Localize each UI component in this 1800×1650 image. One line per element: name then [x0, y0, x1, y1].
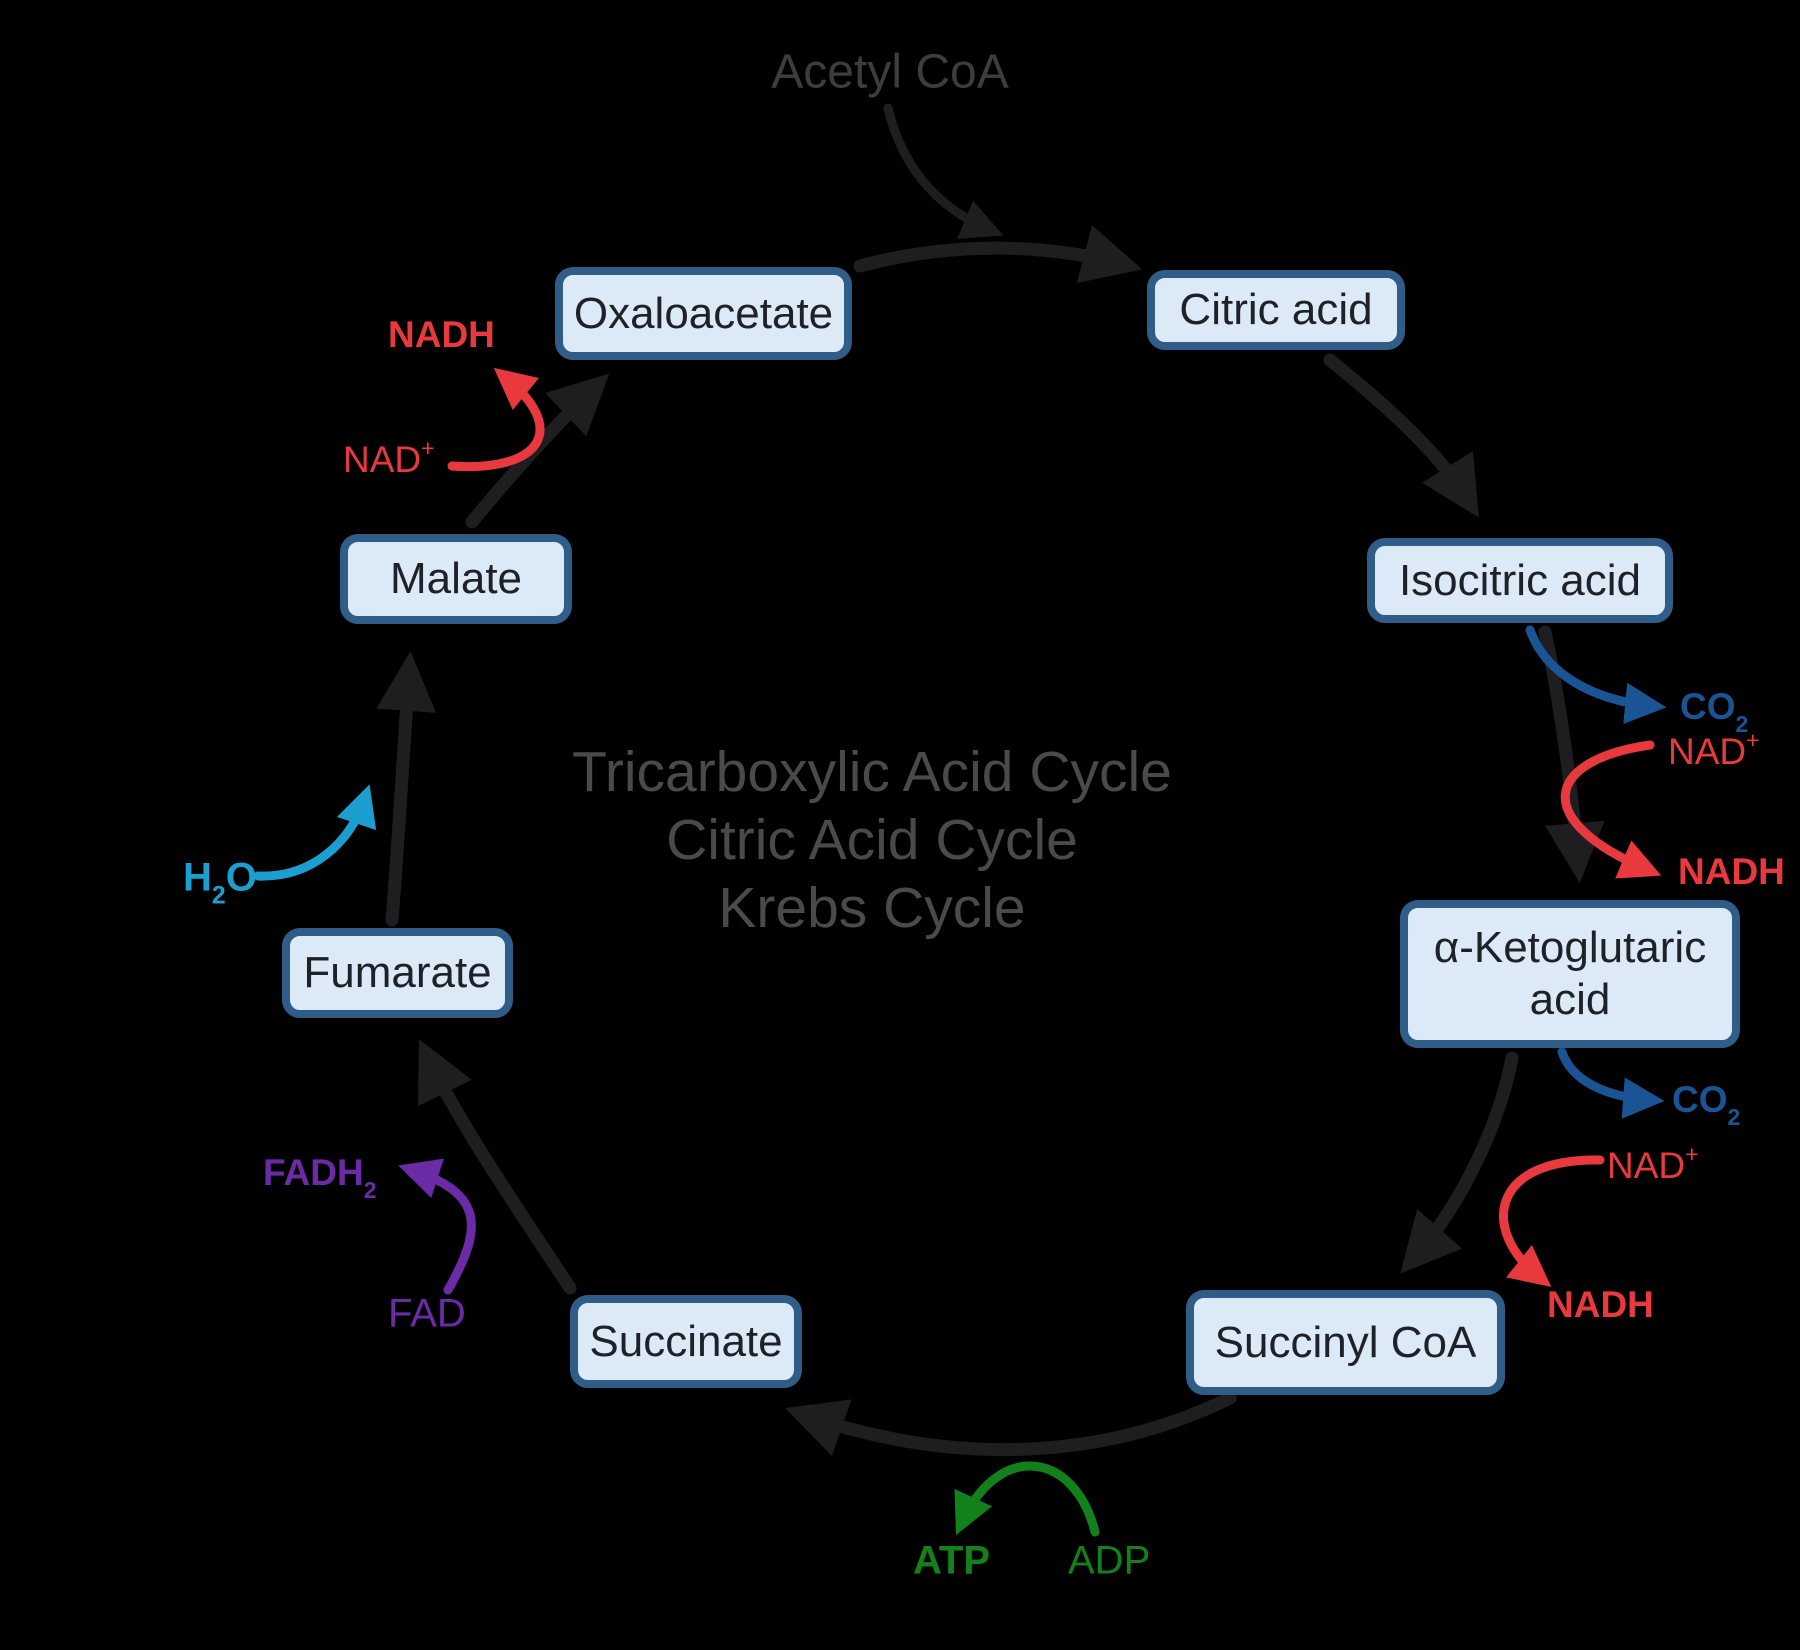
- arrow-oxaloacetate-to-citric-acid: [853, 225, 1143, 284]
- arrow-fumarate-to-malate: [376, 651, 437, 927]
- node-oxaloacetate: Oxaloacetate: [555, 267, 852, 360]
- label-text: NAD: [1607, 1145, 1686, 1186]
- arrow-nad-to-nadh-akg-step: [1499, 1155, 1605, 1288]
- label-sup: +: [1685, 1141, 1699, 1168]
- label-text: NADH: [1547, 1284, 1654, 1325]
- co2-label-akg-step: CO2: [1672, 1079, 1740, 1128]
- label-text: CO: [1680, 686, 1736, 727]
- acetyl-coa-label: Acetyl CoA: [771, 45, 1009, 99]
- arrow-alpha-ketoglutaric-acid-to-succinyl-coa: [1400, 1051, 1519, 1274]
- label-sub: 2: [1735, 710, 1749, 737]
- arrow-succinate-to-fumarate: [418, 1039, 577, 1295]
- arrow-co2-release-isocitric: [1525, 625, 1667, 725]
- arrow-nad-to-nadh-isocitric-step: [1560, 740, 1662, 879]
- arrow-nad-to-nadh-malate-step: [447, 367, 545, 472]
- title-line-2: Citric Acid Cycle: [666, 808, 1078, 872]
- label-text: FADH: [263, 1152, 364, 1193]
- label-text: NADH: [388, 314, 495, 355]
- label-text: NAD: [343, 439, 422, 480]
- label-sub: 2: [211, 882, 226, 910]
- arrow-citric-acid-to-isocitric-acid: [1323, 353, 1480, 518]
- adp-label: ADP: [1068, 1539, 1150, 1584]
- fadh2-label: FADH2: [263, 1152, 377, 1201]
- nadh-label-akg-step: NADH: [1547, 1284, 1654, 1326]
- h2o-label: H2O: [183, 855, 257, 909]
- node-label: Citric acid: [1179, 285, 1373, 335]
- node-succinyl-coa: Succinyl CoA: [1186, 1290, 1505, 1395]
- label-sup: +: [421, 435, 435, 462]
- node-label: Succinyl CoA: [1214, 1317, 1477, 1367]
- node-label: Oxaloacetate: [573, 288, 834, 338]
- arrow-succinyl-coa-to-succinate: [785, 1391, 1237, 1457]
- nad-label-malate-step: NAD+: [343, 437, 435, 481]
- atp-label: ATP: [913, 1539, 990, 1584]
- nad-label-akg-step: NAD+: [1607, 1143, 1699, 1187]
- title-line-1: Tricarboxylic Acid Cycle: [572, 740, 1172, 804]
- label-sup: +: [1746, 727, 1760, 754]
- node-succinate: Succinate: [570, 1295, 802, 1388]
- label-text: NADH: [1678, 851, 1785, 892]
- label-text: ADP: [1068, 1538, 1151, 1583]
- node-label: Isocitric acid: [1398, 555, 1642, 605]
- node-alpha-ketoglutaric-acid: α-Ketoglutaric acid: [1400, 900, 1740, 1048]
- label-text: CO: [1672, 1079, 1728, 1120]
- node-label: Fumarate: [303, 948, 492, 998]
- label-sub: 2: [1727, 1103, 1741, 1130]
- node-label: α-Ketoglutaric acid: [1433, 923, 1707, 1024]
- arrow-co2-release-akg: [1557, 1047, 1665, 1119]
- co2-label-isocitric-step: CO2: [1680, 686, 1748, 735]
- label-sub: 2: [363, 1176, 377, 1203]
- label-text: NAD: [1668, 731, 1747, 772]
- label-text: ATP: [913, 1538, 991, 1583]
- label-text: FAD: [388, 1291, 466, 1336]
- arrow-acetyl-coa-input: [883, 103, 1004, 239]
- nad-label-isocitric-step: NAD+: [1668, 729, 1760, 773]
- label-text: H: [183, 855, 212, 900]
- arrow-h2o-input: [253, 784, 377, 881]
- title-line-3: Krebs Cycle: [718, 876, 1026, 940]
- fad-label: FAD: [388, 1292, 466, 1337]
- arrow-adp-to-atp: [954, 1461, 1100, 1537]
- node-label: Malate: [389, 554, 523, 604]
- nadh-label-malate-step: NADH: [388, 314, 495, 356]
- label-text: O: [225, 855, 257, 900]
- nadh-label-isocitric-step: NADH: [1678, 851, 1785, 893]
- node-malate: Malate: [340, 534, 572, 624]
- node-citric-acid: Citric acid: [1147, 270, 1405, 350]
- arrow-fad-to-fadh2: [398, 1158, 476, 1295]
- node-label: Succinate: [589, 1316, 783, 1366]
- node-fumarate: Fumarate: [282, 928, 513, 1018]
- cycle-title: Tricarboxylic Acid Cycle Citric Acid Cyc…: [572, 738, 1172, 942]
- node-isocitric-acid: Isocitric acid: [1367, 538, 1673, 623]
